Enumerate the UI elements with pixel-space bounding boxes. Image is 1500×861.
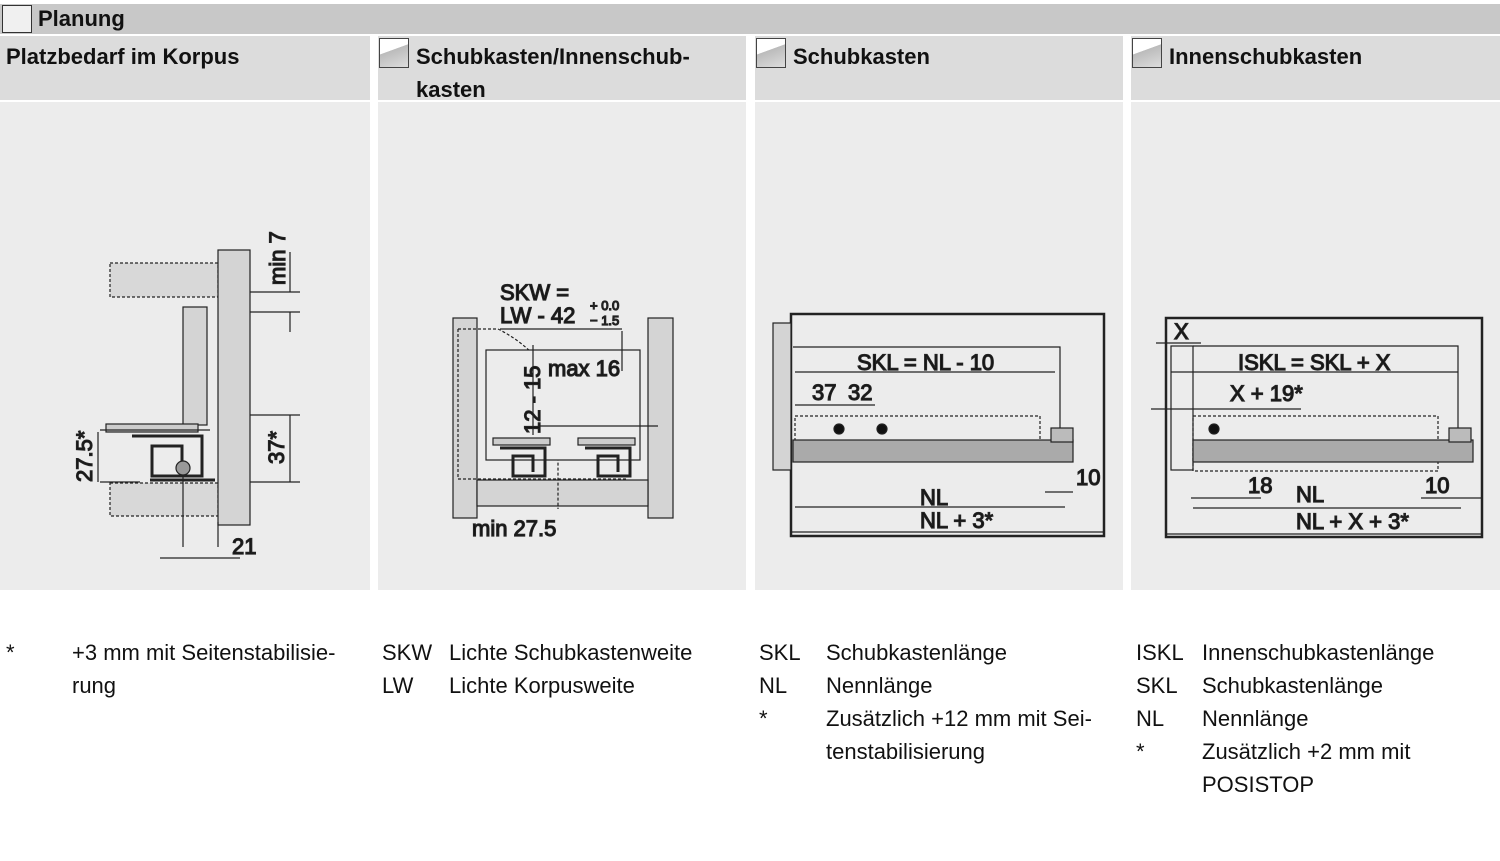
column-title-line2: kasten — [416, 77, 486, 102]
label-nl: NL — [1296, 482, 1324, 507]
column-title-line1: Schubkasten/Innenschub- — [416, 44, 690, 69]
label-nl-3: NL + 3* — [920, 508, 994, 533]
legend-text: POSISTOP — [1202, 772, 1315, 797]
planning-icon — [2, 5, 32, 33]
legend-text: Lichte Schubkastenweite — [449, 640, 693, 665]
label-27-5: 27.5* — [72, 430, 97, 482]
column-title: Innenschubkasten — [1169, 44, 1363, 69]
inner-drawer-icon — [1132, 38, 1162, 68]
legend-abbr: * — [1136, 739, 1145, 764]
label-18: 18 — [1248, 473, 1272, 498]
legend-text: Schubkastenlänge — [826, 640, 1008, 665]
label-skw: SKW = — [500, 280, 569, 305]
legend-text: +3 mm mit Seitenstabilisie- — [72, 640, 336, 665]
column-title: Schubkasten — [793, 44, 930, 69]
drawer-icon — [379, 38, 409, 68]
label-nl-x-3: NL + X + 3* — [1296, 509, 1409, 534]
label-32: 32 — [848, 380, 872, 405]
legend-abbr: * — [759, 706, 768, 731]
label-min27-5: min 27.5 — [472, 516, 556, 541]
column-drawer-inner-drawer: Schubkasten/Innenschub-kasten SKW = LW -… — [378, 36, 746, 698]
label-min7: min 7 — [265, 231, 290, 285]
diagram-drawer-front-view: SKW = LW - 42 + 0.0 − 1.5 max 16 12 - 15… — [378, 102, 746, 590]
label-tol-minus: − 1.5 — [590, 313, 619, 328]
label-37: 37 — [812, 380, 836, 405]
label-nl: NL — [920, 485, 948, 510]
drawer-icon — [756, 38, 786, 68]
legend-abbr: SKL — [759, 640, 801, 665]
column-space-requirement: Platzbedarf im Korpus min 7 37* 27.5* 21… — [0, 36, 370, 698]
label-skl-nl-10: SKL = NL - 10 — [857, 350, 994, 375]
column-drawer: Schubkasten SKL = NL - 10 37 32 NL NL + … — [755, 36, 1123, 764]
label-37: 37* — [264, 431, 289, 464]
label-x-19: X + 19* — [1230, 381, 1303, 406]
diagram-cabinet-cross-section: min 7 37* 27.5* 21 — [0, 102, 370, 590]
section-header: Planung — [0, 4, 1500, 34]
diagram-drawer-side-view: SKL = NL - 10 37 32 NL NL + 3* 10 — [755, 102, 1123, 590]
legend-text: Zusätzlich +12 mm mit Sei- — [826, 706, 1092, 731]
legend-text: Innenschubkastenlänge — [1202, 640, 1435, 665]
legend-abbr: LW — [382, 673, 414, 698]
label-21: 21 — [232, 534, 256, 559]
label-10: 10 — [1425, 473, 1449, 498]
column-title: Platzbedarf im Korpus — [6, 44, 240, 69]
diagram-inner-drawer-side-view: X ISKL = SKL + X X + 19* 18 NL 10 NL + X… — [1131, 102, 1500, 590]
legend-text: Schubkastenlänge — [1202, 673, 1384, 698]
legend-abbr: SKL — [1136, 673, 1178, 698]
legend-text: Zusätzlich +2 mm mit — [1202, 739, 1411, 764]
section-title: Planung — [38, 6, 125, 31]
legend-text: Nennlänge — [1202, 706, 1309, 731]
label-10: 10 — [1076, 465, 1100, 490]
legend-text: rung — [72, 673, 117, 698]
legend-text: Lichte Korpusweite — [449, 673, 635, 698]
legend-text: tenstabilisierung — [826, 739, 985, 764]
label-lw-42: LW - 42 — [500, 303, 575, 328]
label-tol-plus: + 0.0 — [590, 298, 619, 313]
legend-abbr: NL — [759, 673, 788, 698]
legend-abbr: SKW — [382, 640, 433, 665]
column-inner-drawer: Innenschubkasten X ISKL = SKL + X X + 19… — [1131, 36, 1500, 797]
legend-text: Nennlänge — [826, 673, 933, 698]
label-12-15: 12 - 15 — [520, 366, 545, 435]
legend-abbr: ISKL — [1136, 640, 1184, 665]
label-max16: max 16 — [548, 356, 620, 381]
label-iskl: ISKL = SKL + X — [1238, 350, 1391, 375]
legend-abbr: * — [6, 640, 15, 665]
legend-abbr: NL — [1136, 706, 1165, 731]
label-x: X — [1174, 319, 1189, 344]
